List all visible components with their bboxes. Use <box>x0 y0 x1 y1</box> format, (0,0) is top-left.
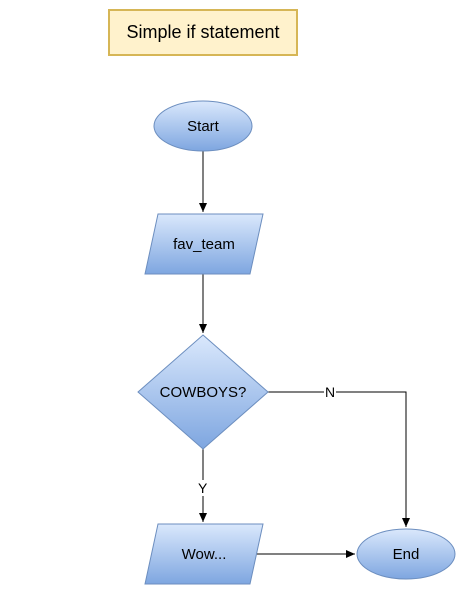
input-node-label: fav_team <box>173 235 235 253</box>
diagram-title: Simple if statement <box>108 9 298 56</box>
edge-label-yes: Y <box>197 480 209 496</box>
input-node[interactable] <box>144 213 264 275</box>
output-node[interactable] <box>144 523 264 585</box>
output-node-label: Wow... <box>181 545 227 563</box>
start-node[interactable] <box>153 100 253 152</box>
end-node[interactable] <box>356 528 456 580</box>
decision-node-label: COWBOYS? <box>159 383 247 401</box>
start-node-label: Start <box>187 117 219 135</box>
edge-label-no: N <box>324 384 337 400</box>
edge-decision-to-end <box>268 391 410 527</box>
end-node-label: End <box>392 545 420 563</box>
decision-node[interactable] <box>137 334 269 450</box>
